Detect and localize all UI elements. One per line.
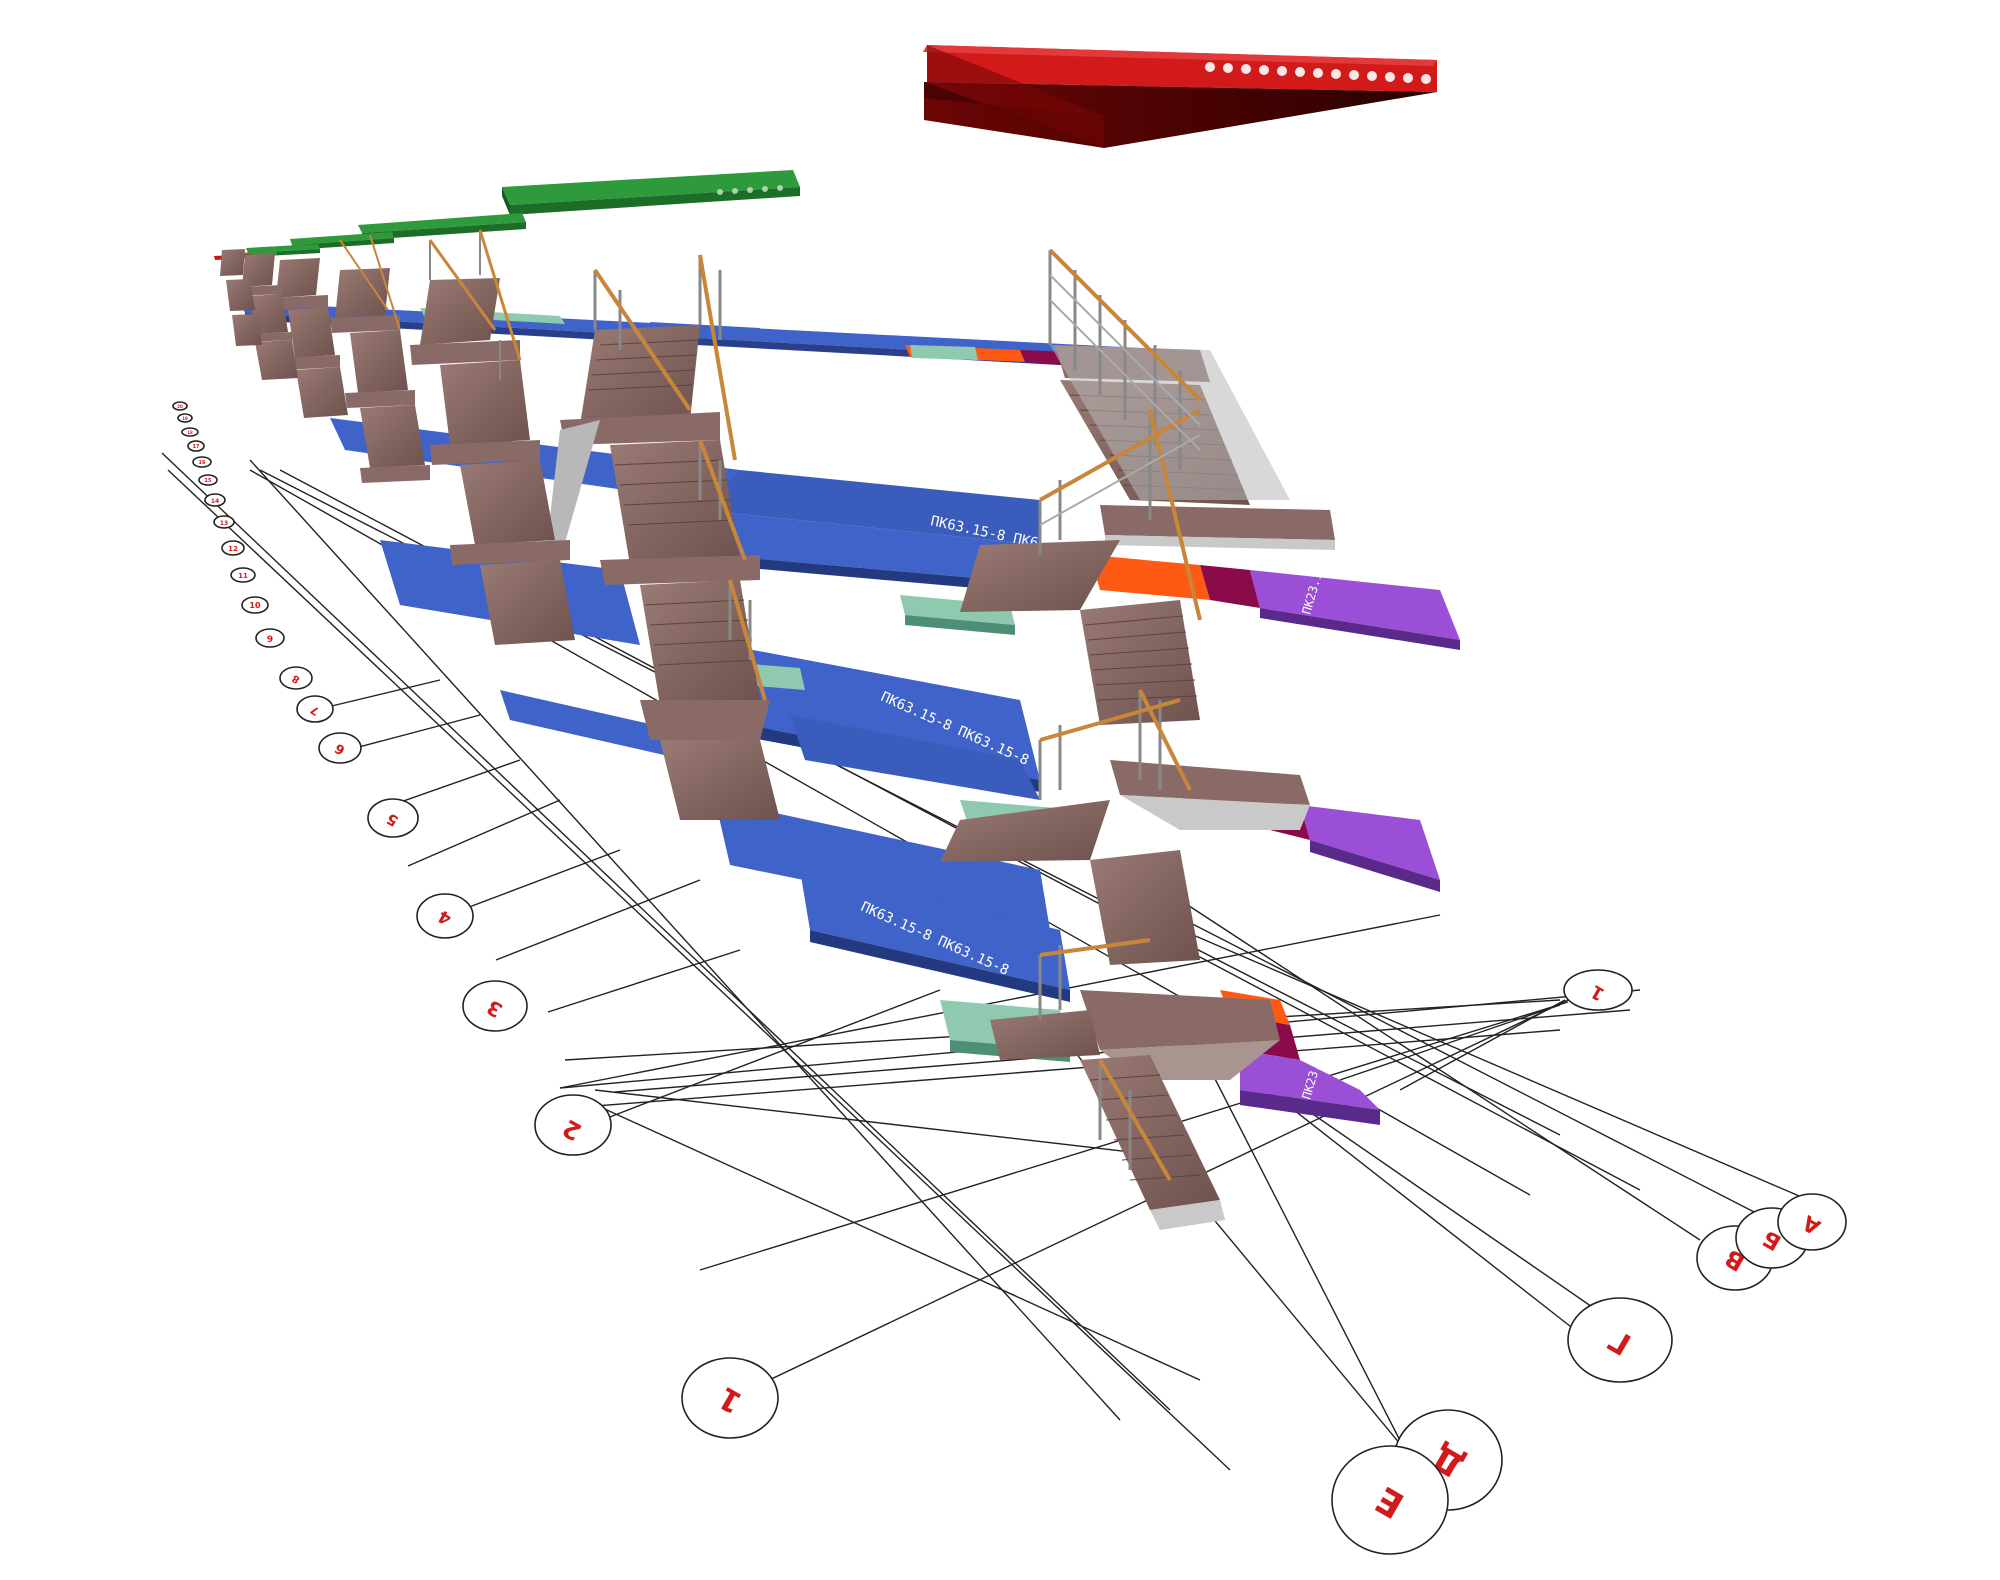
bubble-axis-6: 6 — [318, 732, 362, 764]
bubble-axis-A: А — [1777, 1193, 1847, 1251]
floating-green-slab-1 — [502, 170, 800, 215]
svg-text:12: 12 — [228, 545, 238, 553]
svg-text:18: 18 — [187, 430, 193, 435]
svg-text:8: 8 — [290, 672, 302, 685]
stair-mid-4 — [272, 258, 348, 418]
bubble-axis-3: 3 — [462, 980, 528, 1032]
bubble-axis-1: 1 — [681, 1357, 779, 1439]
stair-mid-1 — [545, 254, 780, 820]
stair-mid-2 — [410, 229, 575, 645]
svg-text:17: 17 — [193, 444, 200, 450]
stair-front — [940, 248, 1335, 1230]
svg-text:11: 11 — [238, 572, 248, 580]
svg-text:10: 10 — [249, 601, 261, 610]
bubble-axis-2: 2 — [534, 1094, 612, 1156]
floating-slabs — [214, 45, 1437, 260]
axis-bubbles: 1 2 3 4 5 6 7 8 9 — [172, 401, 1847, 1555]
stair-mid-6 — [220, 249, 262, 346]
bubble-axis-E: Е — [1331, 1445, 1449, 1555]
svg-text:15: 15 — [205, 478, 212, 484]
bubble-axis-8: 8 — [279, 666, 313, 690]
bubble-axis-G: Г — [1567, 1297, 1673, 1383]
staircases — [220, 229, 1335, 1230]
stair-mid-5 — [240, 253, 298, 380]
svg-text:19: 19 — [182, 416, 188, 421]
floating-red-slab — [923, 45, 1437, 148]
bubble-axis-4: 4 — [416, 893, 474, 939]
bubble-top-right: 1 — [1563, 969, 1633, 1011]
svg-text:13: 13 — [220, 520, 228, 527]
bubble-axis-small: 9 10 11 12 13 14 15 16 17 18 19 20 — [172, 401, 285, 648]
svg-text:16: 16 — [199, 460, 206, 466]
bubble-axis-7: 7 — [296, 695, 334, 723]
svg-text:9: 9 — [267, 635, 273, 645]
bubble-axis-5: 5 — [367, 798, 419, 838]
svg-text:14: 14 — [211, 498, 219, 505]
stair-mid-3 — [330, 234, 430, 483]
svg-text:20: 20 — [177, 404, 183, 409]
floating-green-slab-2 — [358, 213, 526, 240]
